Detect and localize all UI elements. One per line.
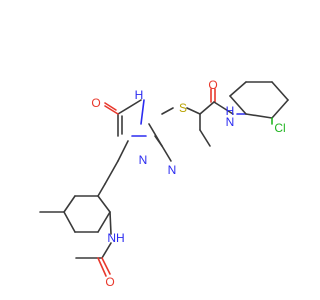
bond [148,123,163,147]
nitrogen-1-label: N [168,163,177,177]
bond [186,107,201,115]
bond [229,95,247,115]
sulfur-label: S [179,101,187,115]
bond [97,195,111,213]
oxygen-amide-label: O [208,78,217,92]
bond [97,257,107,277]
bond [245,113,273,119]
nitrogen-amide-label: N [226,115,235,129]
hydrogen-amide-label: H [226,104,235,118]
bond [271,81,289,101]
bond [117,99,142,115]
bond [271,99,289,119]
bond [229,81,247,97]
bond [97,183,106,197]
bond [63,211,76,233]
acetamide-nh-label: NH [107,231,124,245]
bond [104,105,119,115]
bond [97,211,111,233]
bond [161,107,174,115]
bond [109,211,112,235]
nitrogen-2-label: N [139,153,148,167]
bond [199,101,215,115]
oxygen-acetyl-label: O [105,275,114,289]
bond [63,195,76,213]
bond [101,242,112,259]
bond [213,101,234,115]
bond [117,140,129,162]
bond [161,145,172,162]
bond [140,99,145,125]
ring-nh-label: H [135,88,144,102]
molecule-diagram: O H S O N H Cl N N NH O [39,78,289,289]
chlorine-label: Cl [274,121,285,135]
bond [101,257,111,275]
bond [104,160,119,185]
structure-svg: O H S O N H Cl N N NH O [39,78,289,289]
bond [104,102,117,111]
bond [199,129,211,147]
oxygen-ring-label: O [91,96,100,110]
